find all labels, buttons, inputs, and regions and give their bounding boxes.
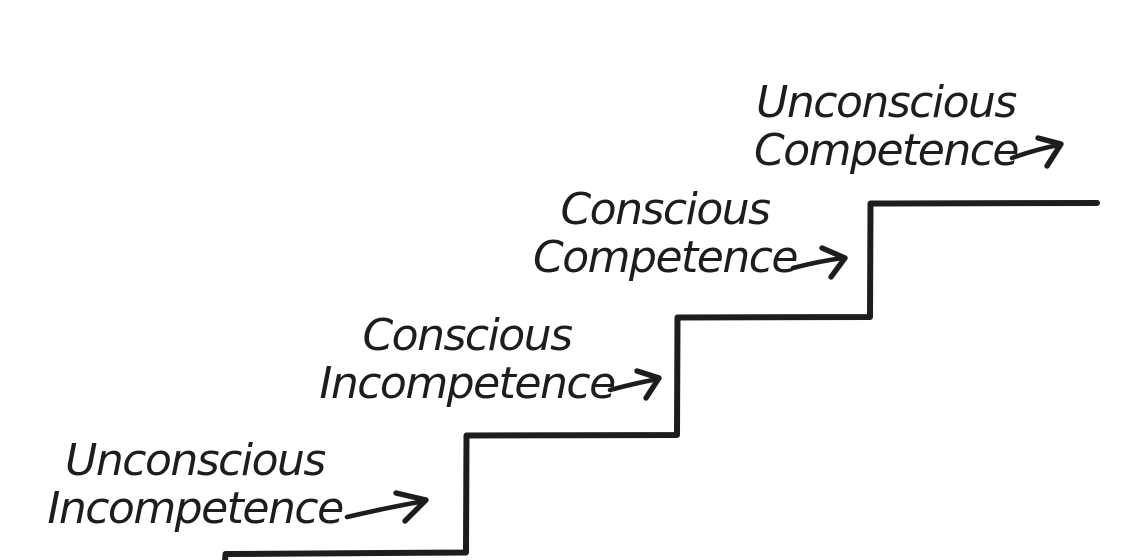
stage-1-arrow-icon [344, 490, 429, 524]
stage-1-label: Unconscious Incompetence [47, 435, 344, 534]
stage-1-line1: Unconscious [65, 435, 326, 486]
stage-1-line2: Incompetence [47, 483, 344, 534]
stage-3-label: Conscious Competence [533, 184, 798, 283]
stage-4-arrow-icon [1009, 135, 1064, 169]
arrow-shaft [607, 376, 661, 393]
stage-2-line1: Conscious [362, 310, 573, 361]
arrow-head [634, 368, 662, 401]
arrow-shaft [790, 255, 846, 271]
stage-3-arrow-icon [790, 245, 848, 280]
stage-2-line2: Incompetence [319, 358, 616, 409]
stage-4-label: Unconscious Competence [754, 77, 1019, 176]
arrow-head [1035, 135, 1064, 169]
arrow-shaft [344, 498, 428, 520]
arrow-head [819, 245, 848, 280]
stage-4-line1: Unconscious [756, 77, 1017, 128]
arrow-head [393, 490, 429, 524]
stage-4-line2: Competence [754, 125, 1019, 176]
staircase-line [222, 200, 1100, 560]
stage-3-line2: Competence [533, 232, 798, 283]
stage-2-label: Conscious Incompetence [319, 310, 616, 409]
stage-2-arrow-icon [607, 368, 662, 401]
arrow-shaft [1009, 142, 1062, 161]
stage-3-line1: Conscious [560, 184, 771, 235]
